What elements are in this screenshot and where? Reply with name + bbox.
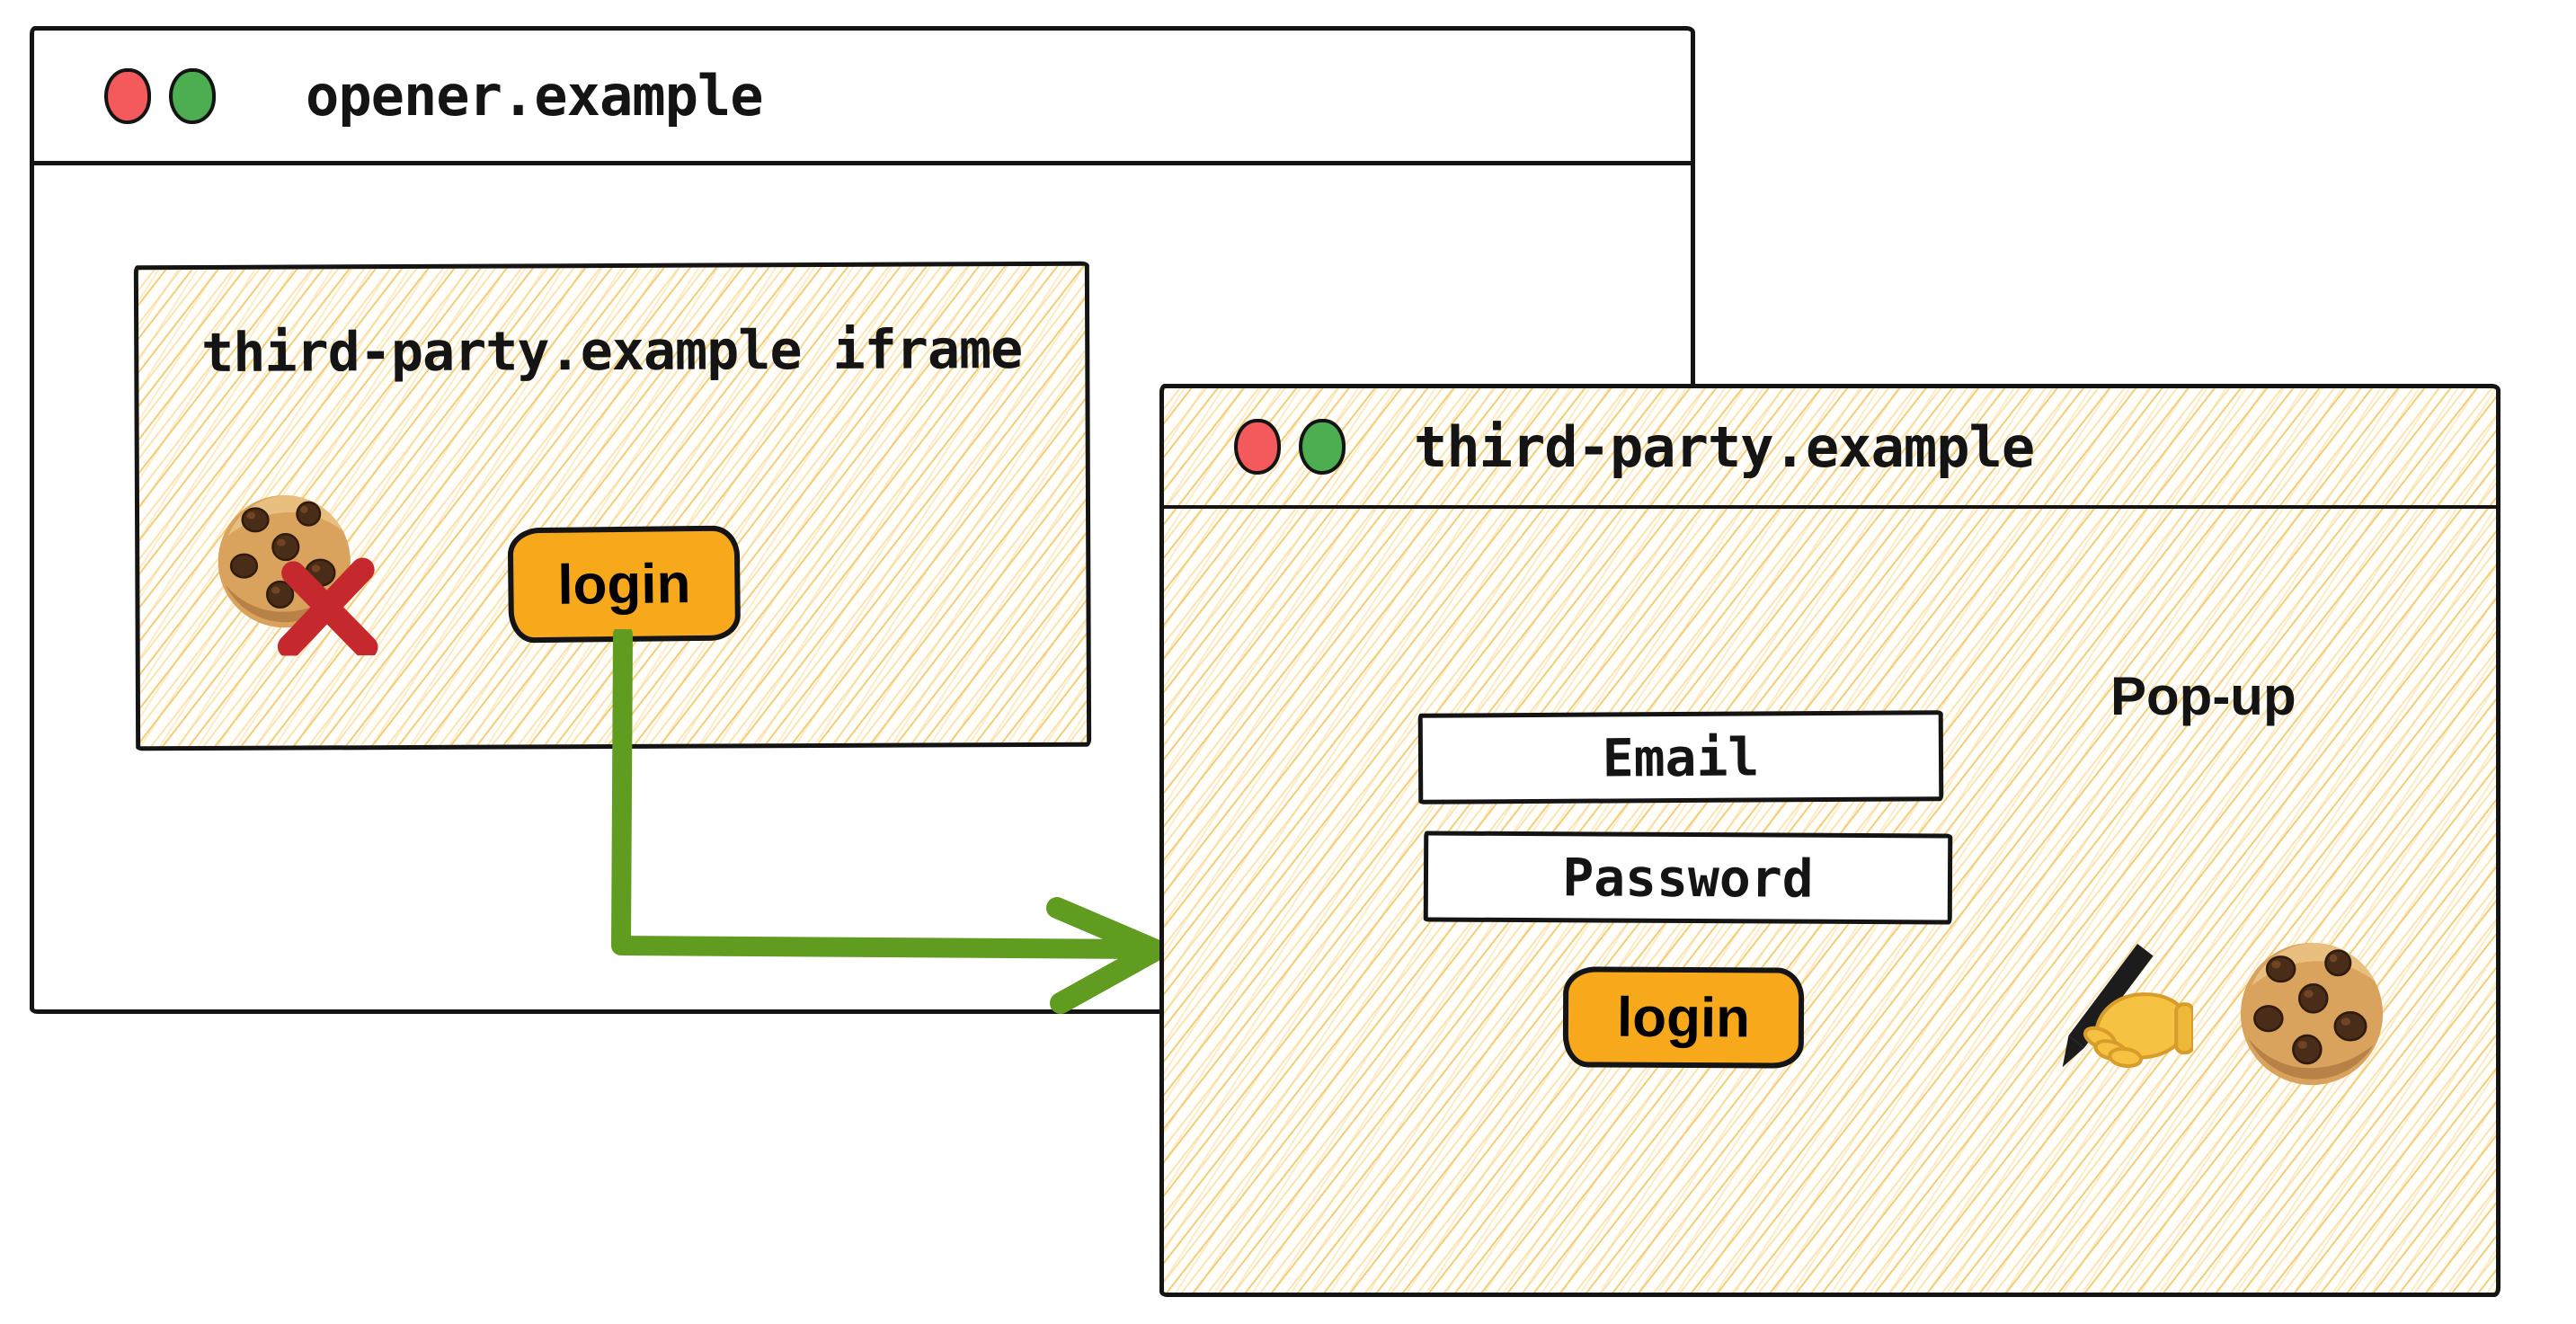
popup-login-button[interactable]: login [1562,966,1805,1069]
password-field[interactable]: Password [1423,831,1953,925]
email-field[interactable]: Email [1417,710,1944,804]
cookie-icon [2232,937,2392,1091]
cross-icon [270,552,386,656]
popup-titlebar: third-party.example [1164,388,2496,509]
opener-window-title: opener.example [306,63,764,129]
opener-titlebar: opener.example [34,31,1691,165]
iframe-label: third-party.example iframe [200,318,1023,385]
popup-window-title: third-party.example [1414,413,2035,480]
popup-window: third-party.example Email Password login… [1159,384,2500,1297]
traffic-light-green-icon[interactable] [1299,419,1346,475]
popup-annotation: Pop-up [2110,666,2296,726]
iframe-login-button[interactable]: login [507,525,742,644]
writing-hand-icon [2058,944,2195,1077]
traffic-light-red-icon[interactable] [104,67,151,124]
traffic-light-green-icon[interactable] [169,67,216,124]
flow-arrow [611,629,1167,1014]
traffic-light-red-icon[interactable] [1234,419,1281,475]
